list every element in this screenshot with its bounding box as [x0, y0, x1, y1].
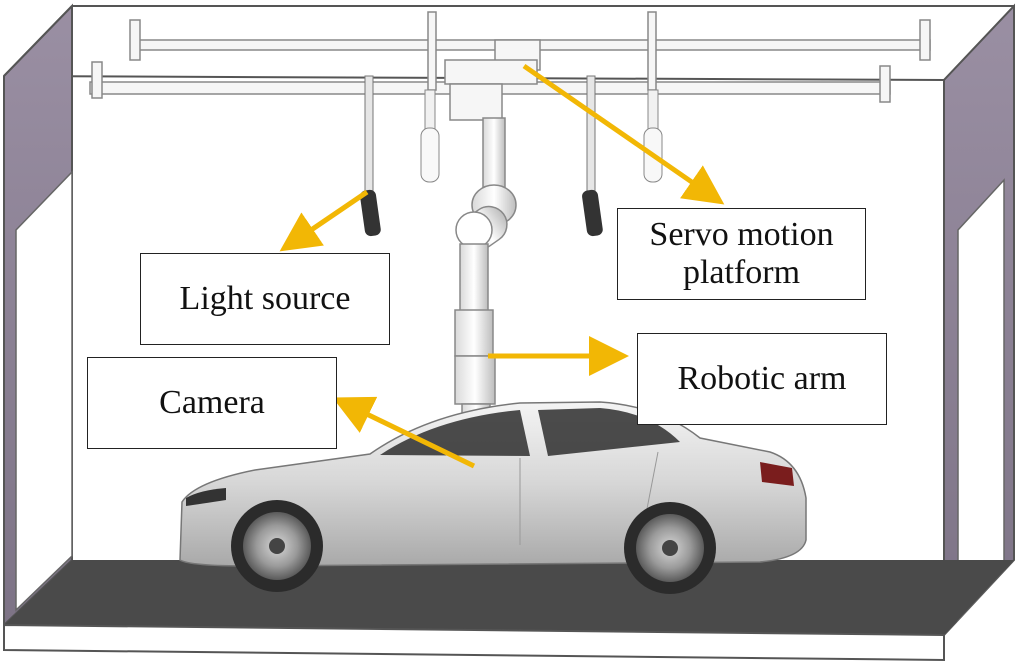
arrow-camera	[332, 396, 476, 469]
overhead-gantry	[89, 11, 931, 121]
label-servo-motion-platform: Servo motion platform	[617, 208, 866, 300]
label-camera-text: Camera	[159, 383, 265, 421]
floor	[3, 560, 1014, 662]
right-side-panel	[943, 3, 1015, 638]
left-side-panel	[3, 3, 73, 628]
label-robotic-arm-text: Robotic arm	[677, 359, 847, 397]
label-light-source-text: Light source	[179, 279, 351, 317]
label-servo-line2: platform	[682, 254, 801, 291]
label-servo-line1: Servo motion	[649, 215, 834, 253]
label-light-source: Light source	[140, 253, 390, 345]
car-model	[179, 401, 807, 594]
arrow-servo	[522, 63, 725, 205]
annotation-arrows	[279, 63, 725, 469]
light-source-rods	[360, 75, 663, 237]
label-camera: Camera	[87, 357, 337, 449]
label-robotic-arm: Robotic arm	[637, 333, 887, 425]
arrow-light	[279, 189, 369, 252]
